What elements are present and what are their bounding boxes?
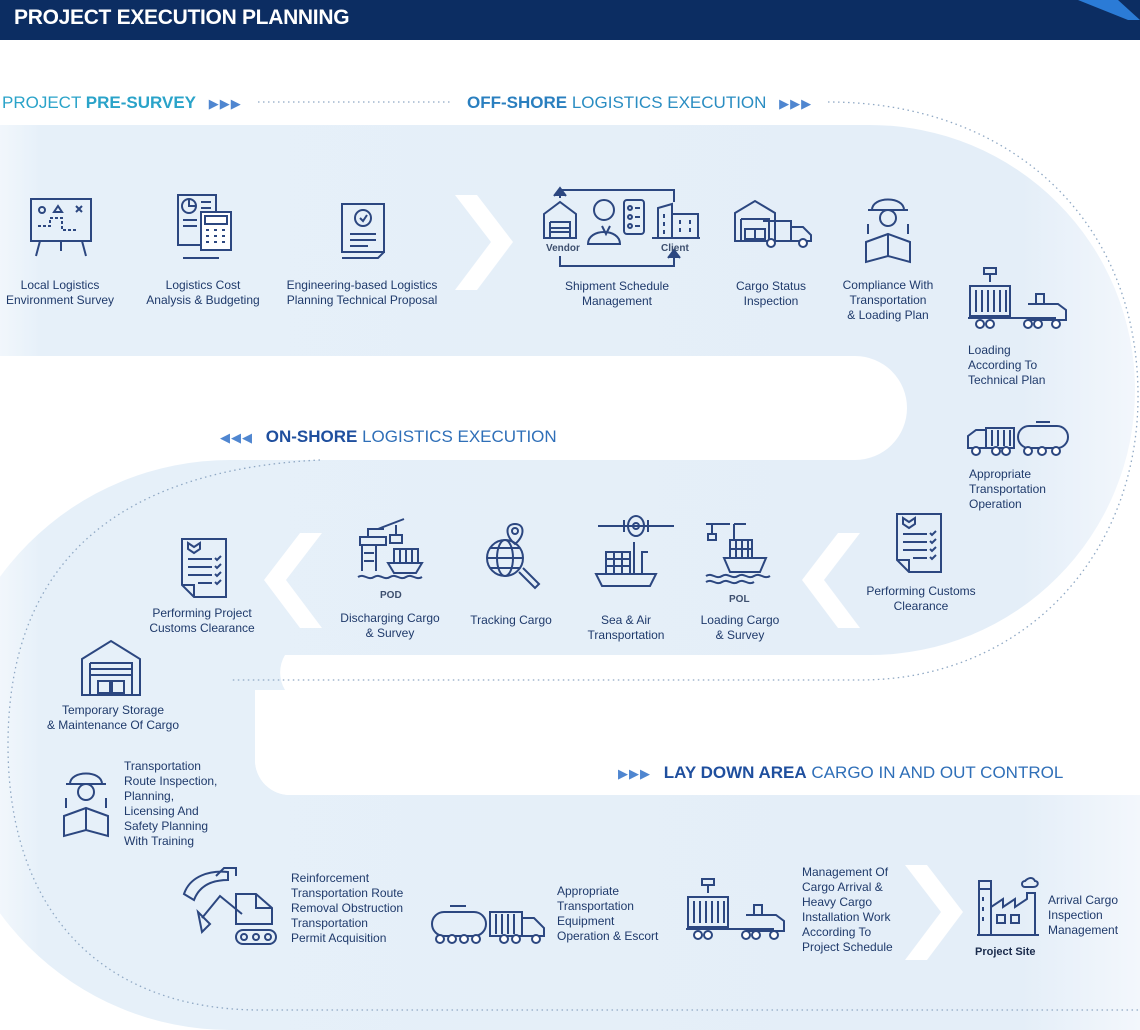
phase-laydown: ▶▶▶ LAY DOWN AREA CARGO IN AND OUT CONTR… xyxy=(618,763,1063,783)
step-loading-plan: Loading According To Technical Plan xyxy=(968,343,1046,387)
phase-offshore-highlight: OFF-SHORE xyxy=(467,93,568,112)
chevron-right-icon xyxy=(455,195,513,290)
step-discharging: Discharging Cargo & Survey xyxy=(340,611,440,640)
warehouse-truck-icon xyxy=(733,197,815,251)
phase-pre-survey: PROJECT PRE-SURVEY ▶▶▶ xyxy=(2,93,242,113)
map-board-icon xyxy=(28,196,94,258)
vendor-label: Vendor xyxy=(546,243,580,254)
step-transport-operation: Appropriate Transportation Operation xyxy=(969,467,1046,511)
step-cost-analysis: Logistics Cost Analysis & Budgeting xyxy=(146,278,260,307)
checklist-icon xyxy=(893,510,945,576)
phase-onshore: ◀◀◀ ON-SHORE LOGISTICS EXECUTION xyxy=(220,427,557,447)
globe-search-icon xyxy=(481,520,541,592)
step-route-inspection: Transportation Route Inspection, Plannin… xyxy=(124,759,218,848)
engineer-reading-icon xyxy=(60,764,112,840)
phase-laydown-suffix: CARGO IN AND OUT CONTROL xyxy=(811,763,1064,782)
phase-pre-survey-arrows: ▶▶▶ xyxy=(208,96,242,111)
ship-crane-icon xyxy=(704,520,776,586)
tanker-truck-icon xyxy=(966,420,1072,458)
port-crane-icon xyxy=(356,517,424,585)
factory-icon xyxy=(975,877,1041,937)
warehouse-icon xyxy=(80,639,142,697)
chevron-left-icon xyxy=(802,533,860,628)
step-compliance: Compliance With Transportation & Loading… xyxy=(842,278,934,322)
step-temp-storage: Temporary Storage & Maintenance Of Cargo xyxy=(46,703,180,732)
phase-onshore-suffix: LOGISTICS EXECUTION xyxy=(362,427,557,446)
phase-offshore-suffix: LOGISTICS EXECUTION xyxy=(571,93,767,112)
step-heavy-cargo: Management Of Cargo Arrival & Heavy Carg… xyxy=(802,865,893,954)
step-tracking: Tracking Cargo xyxy=(470,613,552,627)
excavator-icon xyxy=(180,866,280,950)
header-bar xyxy=(0,0,1140,40)
phase-laydown-highlight: LAY DOWN AREA xyxy=(663,763,807,782)
step-sea-air: Sea & Air Transportation xyxy=(587,613,665,642)
proposal-scroll-icon xyxy=(338,200,388,264)
step-shipment-schedule: Shipment Schedule Management xyxy=(564,279,670,308)
step-cargo-status: Cargo Status Inspection xyxy=(735,279,807,308)
step-reinforcement: Reinforcement Transportation Route Remov… xyxy=(291,871,404,945)
container-crane-truck-icon xyxy=(966,266,1070,332)
phase-offshore: OFF-SHORE LOGISTICS EXECUTION ▶▶▶ xyxy=(467,93,812,113)
page-title: PROJECT EXECUTION PLANNING xyxy=(14,6,350,29)
engineer-reading-icon xyxy=(862,190,914,266)
client-label: Client xyxy=(661,243,689,254)
step-equipment-escort: Appropriate Transportation Equipment Ope… xyxy=(557,884,659,943)
pol-label: POL xyxy=(729,594,750,605)
schedule-icon xyxy=(540,184,702,270)
step-local-survey: Local Logistics Environment Survey xyxy=(5,278,115,307)
chevron-right-icon xyxy=(905,865,963,960)
container-crane-truck-icon xyxy=(684,877,788,943)
chevron-left-icon xyxy=(264,533,322,628)
ship-plane-icon xyxy=(594,512,678,588)
cost-calculator-icon xyxy=(175,192,235,262)
phase-pre-survey-highlight: PRE-SURVEY xyxy=(85,93,196,112)
tanker-truck-icon xyxy=(430,904,546,946)
phase-pre-survey-prefix: PROJECT xyxy=(2,93,82,112)
phase-laydown-arrows: ▶▶▶ xyxy=(618,766,651,781)
phase-offshore-arrows: ▶▶▶ xyxy=(779,96,813,111)
step-project-customs: Performing Project Customs Clearance xyxy=(149,606,255,635)
phase-onshore-arrows: ◀◀◀ xyxy=(220,430,253,445)
step-customs-clearance: Performing Customs Clearance xyxy=(866,584,976,613)
checklist-icon xyxy=(178,535,230,601)
project-site-label: Project Site xyxy=(975,946,1036,958)
phase-onshore-highlight: ON-SHORE xyxy=(265,427,358,446)
step-engineering-proposal: Engineering-based Logistics Planning Tec… xyxy=(286,278,438,307)
step-loading-survey: Loading Cargo & Survey xyxy=(700,613,780,642)
pod-label: POD xyxy=(380,590,402,601)
step-arrival-inspection: Arrival Cargo Inspection Management xyxy=(1048,893,1119,937)
